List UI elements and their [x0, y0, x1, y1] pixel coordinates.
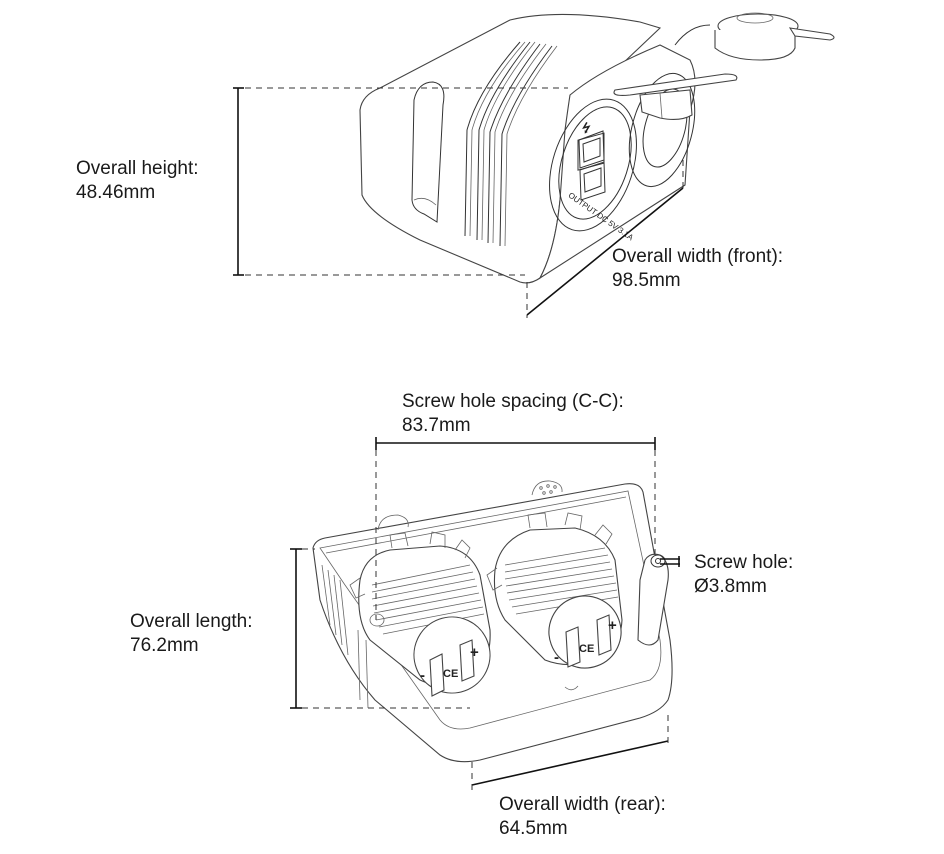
screw-spacing-label-text: Screw hole spacing (C-C): [402, 391, 624, 412]
screw-spacing-dimension-label: Screw hole spacing (C-C): 83.7mm [402, 390, 624, 438]
length-dimension-label: Overall length: 76.2mm [130, 610, 253, 658]
housing-ribs [464, 41, 558, 247]
screw-spacing-dimension [375, 437, 656, 620]
width-front-dimension [526, 160, 684, 318]
positive-terminal-mark: + [470, 644, 479, 661]
screw-hole-dimension [660, 556, 680, 567]
left-socket-barrel: + - CE [349, 531, 491, 697]
top-product-view: ⭍ OUTPUT DC 5V 3.1A [233, 12, 835, 318]
width-front-label-text: Overall width (front): [612, 246, 784, 267]
ce-mark: CE [443, 668, 458, 680]
length-label-text: Overall length: [130, 611, 253, 632]
height-label-text: Overall height: [76, 158, 199, 179]
usb-icon: ⭍ [580, 120, 593, 135]
length-value: 76.2mm [130, 635, 199, 656]
screw-hole-dimension-label: Screw hole: Ø3.8mm [694, 551, 793, 599]
width-rear-label-text: Overall width (rear): [499, 794, 666, 815]
socket-cap [674, 12, 835, 61]
side-vents [321, 564, 369, 709]
length-dimension [290, 548, 470, 709]
screw-hole-value: Ø3.8mm [694, 576, 767, 597]
ce-mark-right: CE [579, 643, 594, 655]
negative-terminal-mark-right: - [554, 649, 559, 666]
positive-terminal-mark-right: + [608, 617, 617, 634]
usb-dust-cap [613, 73, 738, 121]
right-socket-barrel: + - CE [486, 512, 623, 669]
height-value: 48.46mm [76, 182, 156, 203]
grip-slot [411, 81, 445, 223]
width-rear-value: 64.5mm [499, 818, 568, 839]
width-rear-dimension-label: Overall width (rear): 64.5mm [499, 793, 666, 841]
power-socket [628, 72, 696, 188]
negative-terminal-mark: - [420, 667, 425, 684]
height-dimension-label: Overall height: 48.46mm [76, 157, 199, 205]
height-dimension [233, 87, 568, 276]
width-front-value: 98.5mm [612, 270, 681, 291]
width-front-dimension-label: Overall width (front): 98.5mm [612, 245, 783, 293]
screw-spacing-value: 83.7mm [402, 415, 471, 436]
screw-post [637, 553, 669, 646]
screw-hole-label-text: Screw hole: [694, 552, 794, 573]
width-rear-dimension [471, 715, 669, 790]
bottom-product-view: + - CE + - CE [290, 437, 680, 790]
